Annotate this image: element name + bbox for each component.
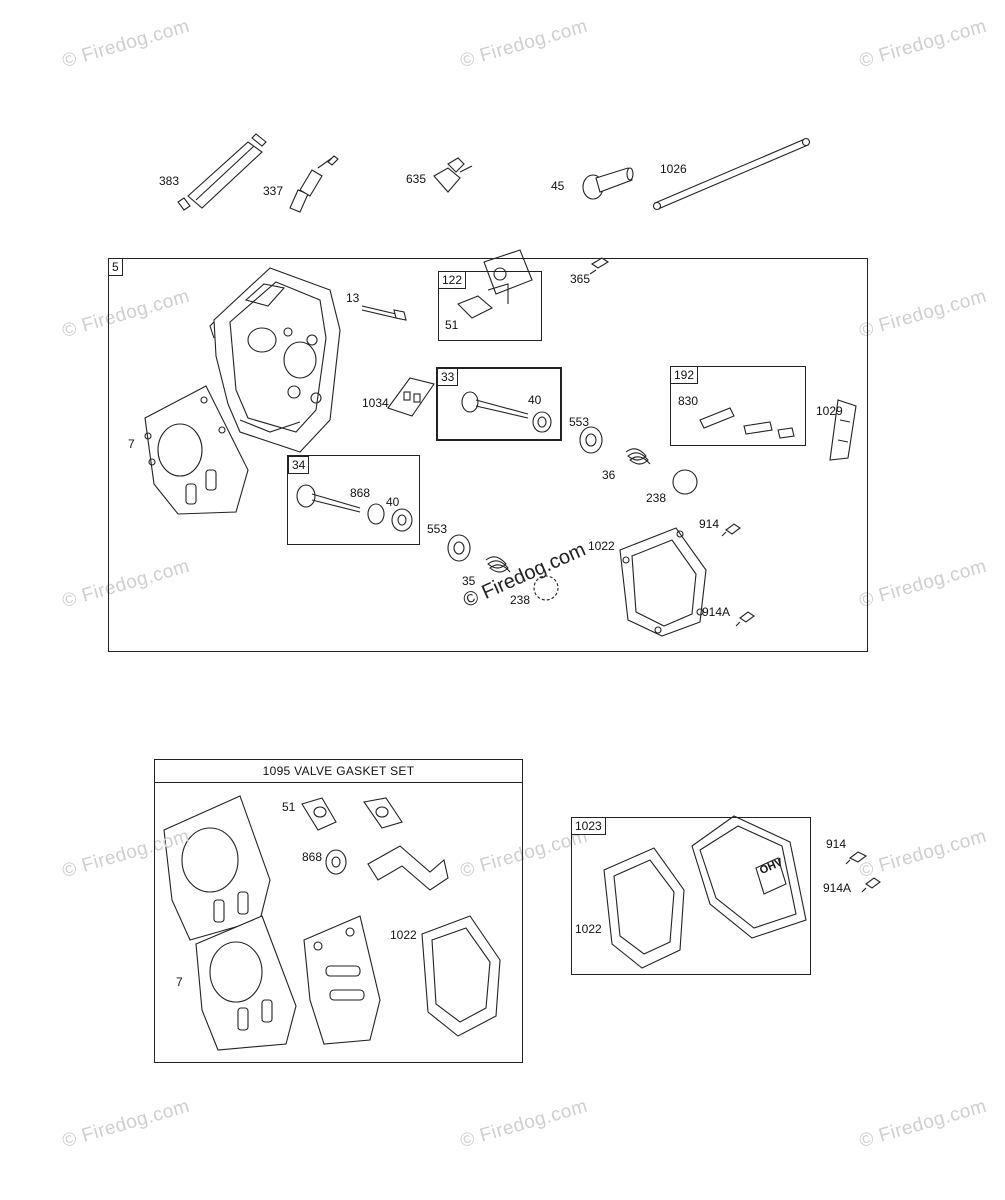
label-ck-1022: 1022	[575, 922, 602, 936]
breather-kit-drawing	[457, 249, 533, 319]
label-51: 51	[445, 318, 459, 332]
kit-34-tag: 34	[288, 456, 310, 474]
head-assembly-frame	[108, 258, 868, 652]
kit-33-frame	[436, 367, 562, 441]
kit-33-tag: 33	[437, 368, 459, 386]
label-635: 635	[406, 172, 427, 186]
retainer-553a-drawing	[579, 426, 603, 454]
label-1029: 1029	[816, 404, 843, 418]
label-365: 365	[570, 272, 591, 286]
kit-192-tag: 192	[670, 366, 699, 384]
gasket-set-51	[301, 797, 337, 831]
screw-914a-drawing	[735, 611, 755, 627]
valve-cover-drawing	[691, 815, 807, 939]
label-1034: 1034	[362, 396, 389, 410]
label-553b: 553	[427, 522, 448, 536]
cap-238a-drawing	[672, 469, 698, 495]
gasket-set-head-gasket-7	[195, 915, 297, 1051]
label-1022: 1022	[588, 539, 615, 553]
label-238b: 238	[510, 593, 531, 607]
retainer-553b-drawing	[447, 534, 471, 562]
label-45: 45	[551, 179, 565, 193]
label-40b: 40	[386, 495, 400, 509]
label-7: 7	[128, 437, 135, 451]
label-868: 868	[350, 486, 371, 500]
label-ck-914: 914	[826, 837, 847, 851]
label-gs-1022: 1022	[390, 928, 417, 942]
gasket-set-seal-868	[325, 849, 347, 875]
label-gs-7: 7	[176, 975, 183, 989]
gasket-set-frame	[154, 759, 523, 1063]
label-40: 40	[528, 393, 542, 407]
valve-spring-35-drawing	[485, 556, 511, 573]
cap-238b-drawing	[533, 575, 559, 601]
part-635-drawing	[433, 157, 473, 193]
cylinder-head-drawing	[209, 267, 341, 453]
cover-kit-frame	[571, 817, 811, 975]
head-assembly-tag: 5	[108, 258, 123, 276]
exhaust-valve-drawing	[461, 391, 552, 433]
kit-122-frame	[438, 271, 542, 341]
label-238a: 238	[646, 491, 667, 505]
valve-guide-drawing	[582, 167, 634, 200]
label-553a: 553	[569, 415, 590, 429]
kit-122-tag: 122	[438, 271, 467, 289]
label-1026: 1026	[660, 162, 687, 176]
spark-plug-drawing	[289, 155, 339, 213]
cover-screw-914	[845, 851, 868, 865]
head-gasket-drawing	[144, 385, 249, 515]
ignition-coil-drawing	[177, 133, 267, 211]
label-36: 36	[602, 468, 616, 482]
label-ck-914a: 914A	[823, 881, 852, 895]
gasket-set-1022	[421, 915, 501, 1037]
gasket-set-small	[363, 797, 403, 829]
breather-tube-kit-drawing	[699, 407, 795, 439]
kit-34-frame	[287, 455, 420, 545]
part-1029-drawing	[829, 399, 857, 461]
intake-valve-drawing	[296, 484, 413, 532]
part-1034-drawing	[387, 377, 435, 417]
label-914a: 914A	[702, 605, 731, 619]
cover-screw-914a	[861, 877, 881, 893]
screw-914-drawing	[721, 523, 741, 537]
push-rod-drawing	[652, 137, 811, 211]
rocker-cover-gasket-drawing	[619, 527, 707, 637]
label-337: 337	[263, 184, 284, 198]
cover-kit-gasket	[603, 847, 685, 969]
kit-192-frame	[670, 366, 806, 446]
label-gs-868: 868	[302, 850, 323, 864]
valve-spring-36-drawing	[625, 448, 651, 465]
gasket-set-intake-gasket	[303, 915, 381, 1045]
label-13: 13	[346, 291, 360, 305]
gasket-set-bracket	[367, 845, 449, 891]
label-830: 830	[678, 394, 699, 408]
bolt-13-drawing	[361, 305, 407, 321]
label-914: 914	[699, 517, 720, 531]
label-35: 35	[462, 574, 476, 588]
part-365-drawing	[589, 257, 610, 275]
cover-kit-tag: 1023	[571, 817, 606, 835]
label-383: 383	[159, 174, 180, 188]
label-gs-51: 51	[282, 800, 296, 814]
gasket-set-title: 1095 VALVE GASKET SET	[155, 760, 522, 783]
